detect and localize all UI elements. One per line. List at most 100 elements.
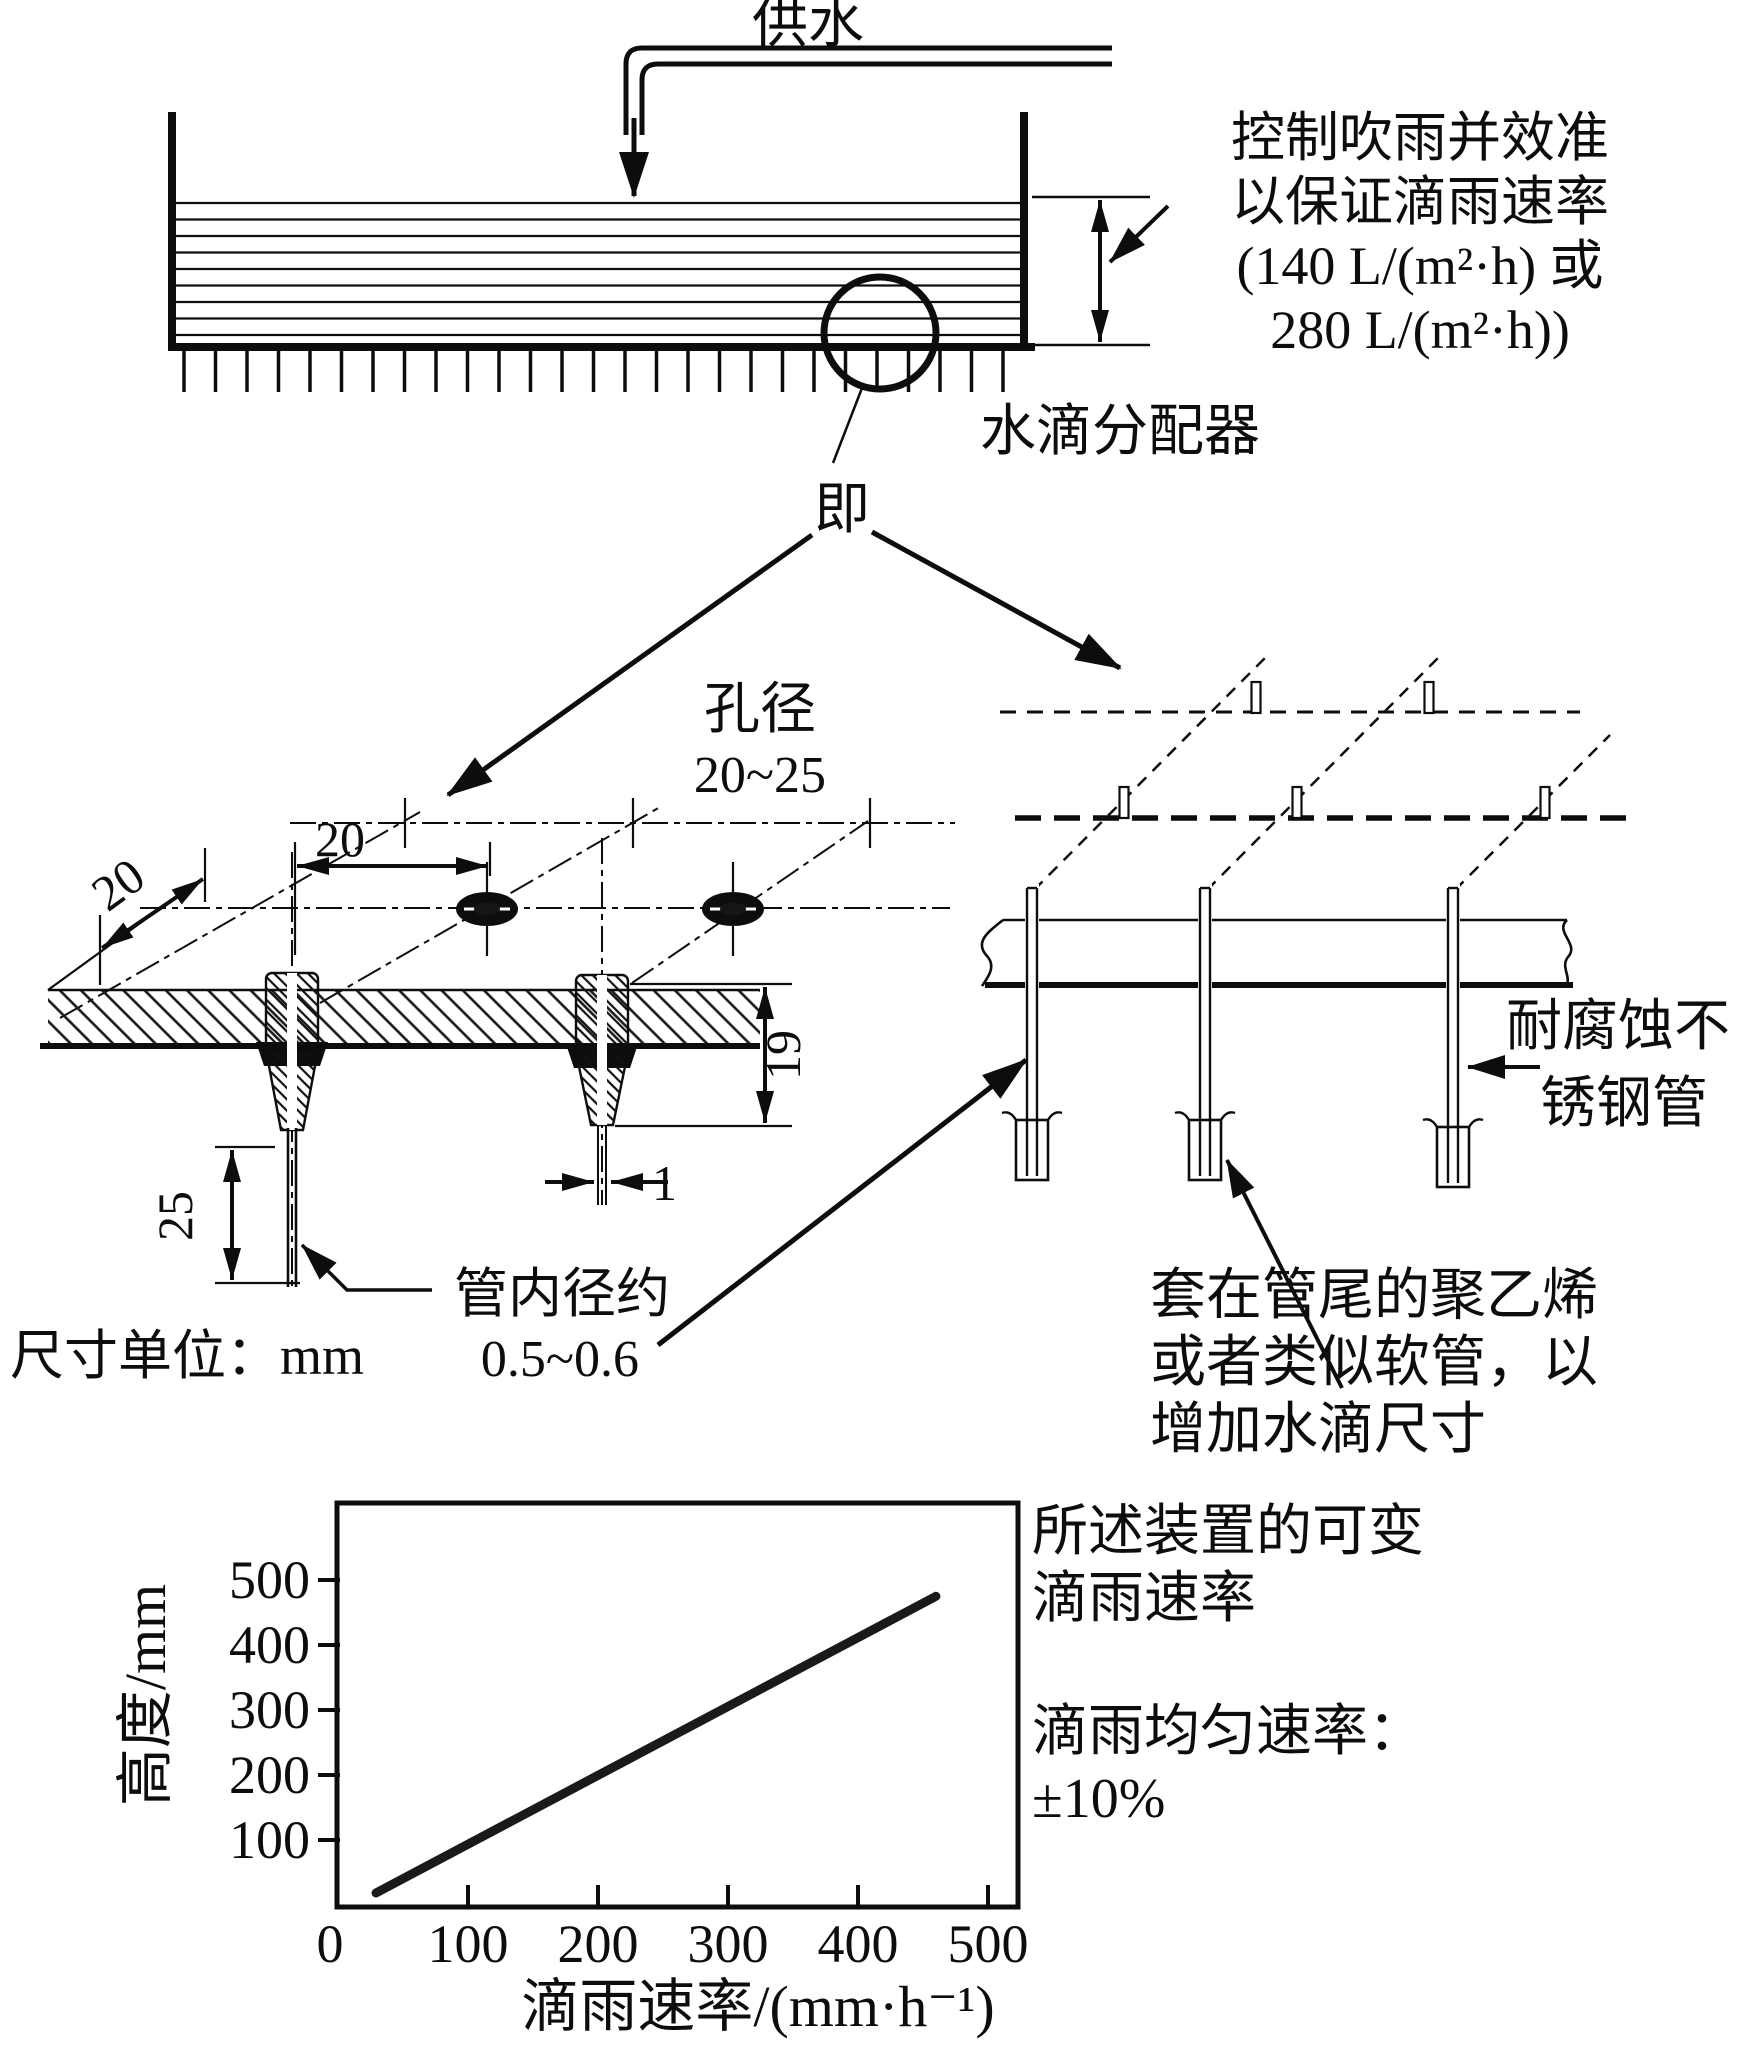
hole-diameter-note: 孔径 20~25 [694, 679, 826, 804]
x-axis-labels: 0 100 200 300 400 500 [317, 1914, 1029, 1974]
x-tick-label: 0 [317, 1914, 344, 1974]
right-detail-section: 耐腐蚀不 锈钢管 套在管尾的聚乙烯 或者类似软管，以 增加水滴尺寸 [656, 654, 1730, 1461]
chart-frame [334, 1500, 1021, 1910]
drip-fitting-1 [256, 971, 328, 1287]
namely-arrow-left [446, 532, 814, 798]
bore-note-line-1: 管内径约 [454, 1264, 670, 1324]
namely-arrow-right [870, 529, 1122, 671]
supply-pipe [619, 45, 1112, 198]
tube-mask [1025, 884, 1039, 1116]
magnifier-leader-line [831, 387, 864, 464]
mid-row-tube [1291, 785, 1303, 820]
depth-dimension: 19 [615, 982, 811, 1128]
sleeve-note-line-1: 套在管尾的聚乙烯 [1150, 1265, 1598, 1327]
fitting-bore [597, 975, 607, 1125]
supply-label: 供水 [752, 0, 864, 55]
variable-rate-note-line-2: 滴雨速率 [1032, 1568, 1256, 1630]
hole-diameter-value: 20~25 [694, 747, 826, 804]
magnifier [820, 273, 940, 464]
y-tick-label: 300 [229, 1680, 310, 1740]
grommet-hole-2 [702, 892, 764, 926]
steel-tubes [1001, 884, 1484, 1189]
row-tubes [1118, 680, 1551, 820]
perspective-plate [980, 918, 1573, 988]
variable-rate-note-line-1: 所述装置的可变 [1032, 1501, 1424, 1563]
sleeve-note-line-3: 增加水滴尺寸 [1150, 1399, 1486, 1461]
magnifier-circle [820, 273, 940, 393]
sleeve-flare [1422, 1118, 1484, 1128]
y-tick-label: 100 [229, 1810, 310, 1870]
plate-hatch [48, 990, 760, 1045]
soft-sleeve [1435, 1125, 1471, 1189]
units-note: 尺寸单位：mm [10, 1326, 364, 1386]
same-tube-arrow [656, 1058, 1028, 1347]
bore-note-leader [300, 1243, 432, 1292]
centerline-diagonal-1 [59, 811, 421, 1019]
namely-label: 即 [814, 479, 870, 541]
control-note-line-2: 以保证滴雨速率 [1231, 172, 1609, 232]
tube-mask [1198, 884, 1212, 1116]
steel-note-line-2: 锈钢管 [1540, 1073, 1708, 1135]
horiz-dim-value: 20 [315, 811, 365, 867]
sleeve-flare [1174, 1111, 1236, 1121]
drip-fitting-2 [566, 973, 638, 1205]
steel-tube-3 [1422, 884, 1484, 1189]
bore-dim-value: 1 [652, 1155, 677, 1211]
fitting-bore [287, 973, 297, 1130]
y-axis-labels: 500 400 300 200 100 [229, 1550, 310, 1870]
x-tick-label: 300 [688, 1914, 769, 1974]
namely-callout: 即 [446, 479, 1122, 798]
x-tick-label: 400 [818, 1914, 899, 1974]
far-row-tube [1250, 680, 1262, 715]
diag-dim-value: 20 [81, 847, 154, 922]
row-diagonals [1033, 654, 1611, 891]
y-axis-title: 高度/mm [113, 1584, 178, 1806]
steel-tube-2 [1174, 884, 1236, 1182]
hole-diameter-label: 孔径 [704, 679, 816, 741]
tube-mask [1446, 884, 1460, 1124]
y-tick-label: 200 [229, 1745, 310, 1805]
bore-note-line-2: 0.5~0.6 [481, 1331, 639, 1388]
diag-dim-arrow [100, 877, 205, 950]
control-note-line-1: 控制吹雨并效准 [1231, 108, 1609, 168]
grommet-holes [456, 892, 764, 926]
plate-break-right [1561, 919, 1573, 987]
plate-break-left [980, 918, 1004, 987]
x-tick-label: 500 [948, 1914, 1029, 1974]
tube-length-dimension: 25 [147, 1145, 300, 1285]
steel-note: 耐腐蚀不 锈钢管 [1467, 996, 1730, 1135]
supply-pipe-inner-line [639, 61, 1112, 135]
sleeve-flare [1001, 1111, 1063, 1121]
y-tick-label: 400 [229, 1615, 310, 1675]
control-note: 控制吹雨并效准 以保证滴雨速率 (140 L/(m²·h) 或 280 L/(m… [1231, 108, 1609, 360]
bore-dimension: 1 [545, 1155, 677, 1211]
grommet-hole-1 [456, 892, 518, 926]
x-tick-label: 200 [558, 1914, 639, 1974]
far-row-tube [1423, 680, 1435, 715]
sleeve-note-leader [1225, 1159, 1344, 1389]
depth-dim-value: 19 [755, 1030, 811, 1080]
drip-tube-row [182, 351, 1005, 392]
soft-sleeve [1187, 1118, 1223, 1182]
uniform-rate-note-line-1: 滴雨均匀速率： [1032, 1701, 1424, 1763]
row-diagonal-1 [1033, 654, 1269, 891]
x-tick-label: 100 [428, 1914, 509, 1974]
control-note-line-4: 280 L/(m²·h)) [1270, 300, 1570, 360]
x-axis-title: 滴雨速率/(mm·h⁻¹) [521, 1974, 994, 2039]
grommet-inner [720, 902, 746, 916]
spacing-dimensions: 20 20 [81, 811, 492, 985]
len-dim-value: 25 [147, 1191, 203, 1241]
drip-rate-line [371, 1591, 941, 1898]
sleeve-note: 套在管尾的聚乙烯 或者类似软管，以 增加水滴尺寸 [1150, 1159, 1598, 1461]
supply-pipe-outer-line [623, 45, 1112, 135]
soft-sleeve [1014, 1118, 1050, 1182]
bore-note: 管内径约 0.5~0.6 [300, 1243, 670, 1388]
grommet-inner [474, 902, 500, 916]
water-tank-assembly: 供水 控制吹雨并效准 以保证滴雨速率 (140 L/(m²·h) 或 280 L… [168, 0, 1609, 464]
left-detail-section: 20 20 [10, 798, 955, 1388]
y-tick-label: 500 [229, 1550, 310, 1610]
chart-side-notes: 所述装置的可变 滴雨速率 滴雨均匀速率： ±10% [1032, 1501, 1424, 1830]
mid-row-tube [1539, 785, 1551, 820]
drip-rate-chart: 500 400 300 200 100 0 100 200 300 400 50… [113, 1500, 1424, 2039]
